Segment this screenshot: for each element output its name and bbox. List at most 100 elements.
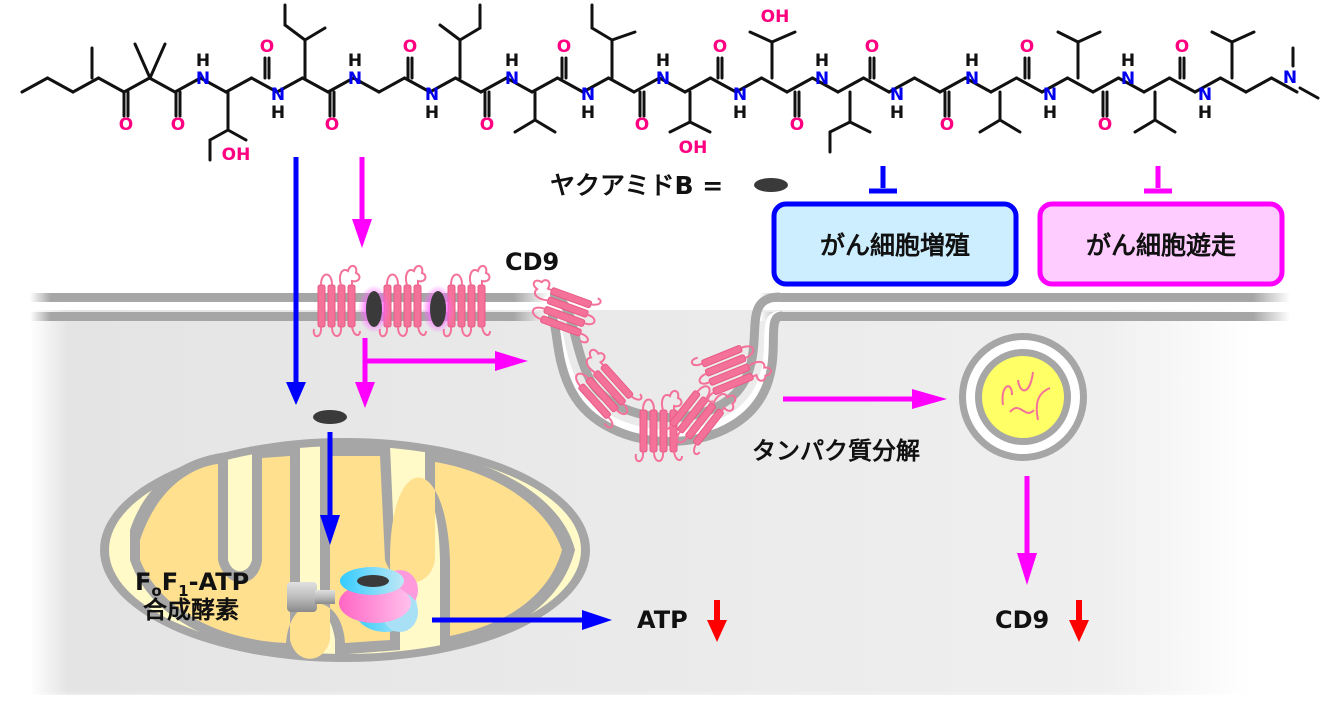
backbone-bond [1270,76,1299,94]
cd9-result-label: CD9 [995,606,1049,634]
backbone-bond [250,76,279,94]
legend-label: ヤクアミドB = [550,171,723,200]
cd9-down-arrow-icon [1069,620,1089,642]
hydrogen-atom: H [1043,103,1057,123]
backbone-bond [913,76,942,94]
backbone-bond [734,76,763,94]
backbone-bond [760,76,789,94]
hydrogen-atom: H [965,51,979,71]
nitrogen-atom: N [1043,85,1057,105]
backbone-bond [1193,76,1222,94]
backbone-bond [122,76,151,94]
svg-text:合成酵素: 合成酵素 [143,596,239,624]
backbone-bond [938,76,967,94]
hydrogen-atom: H [1198,103,1212,123]
backbone-bond [71,76,100,94]
nitrogen-atom: N [1198,85,1212,105]
backbone-bond [301,76,330,94]
backbone-bond [97,76,126,94]
nitrogen-atom: N [733,85,747,105]
nitrogen-atom: N [965,69,979,89]
oxygen-atom: O [1020,37,1034,57]
backbone-bond [658,76,687,94]
hydrogen-atom: H [581,103,595,123]
side-chain-bond [513,118,537,134]
svg-text:FoF1-ATP: FoF1-ATP [135,568,249,600]
nitrogen-atom: N [581,85,595,105]
backbone-bond [1168,76,1197,94]
side-chain-bond [610,30,637,42]
oxygen-atom: O [557,37,571,57]
protein-degradation-label: タンパク質分解 [752,437,920,465]
blue-arrowhead [286,382,306,405]
backbone-bond [326,76,355,94]
oxygen-atom: O [260,37,274,57]
oxygen-atom: O [480,115,494,135]
side-chain-bond [1133,118,1157,134]
hydrogen-atom: H [656,51,670,71]
oxygen-atom: O [790,115,804,135]
yakuamide-b-bound [357,575,389,587]
yakuamide-b-symbol [754,178,788,192]
backbone-bond [403,76,432,94]
backbone-bond [428,76,457,94]
hydroxyl-group: OH [679,138,708,158]
side-chain-bond [208,128,230,142]
backbone-bond [709,76,738,94]
side-chain-bond [148,42,167,80]
backbone-bond [1117,76,1146,94]
magenta-arrowhead [912,389,947,409]
magenta-arrowhead [355,382,375,408]
oxygen-atom: O [325,115,339,135]
proliferation-label: がん細胞増殖 [820,231,970,260]
backbone-bond [199,76,228,94]
migration-label: がん細胞遊走 [1086,231,1236,260]
hydrogen-atom: H [815,51,829,71]
molecule-legend: ヤクアミドB = [550,171,788,200]
side-chain-bond [1298,86,1320,100]
hydrogen-atom: H [505,51,519,71]
side-chain-bond [848,120,872,134]
nitrogen-atom: N [815,69,829,89]
oxygen-atom: O [865,37,879,57]
nitrogen-atom: N [196,69,210,89]
backbone-bond [632,76,661,94]
backbone-bond [148,76,177,94]
backbone-bond [1142,76,1171,94]
side-chain-bond [978,118,1002,134]
side-chain-bond [303,26,327,42]
magenta-arrowhead [495,351,528,371]
hydrogen-atom: H [348,51,362,71]
side-chain-bond [438,23,462,42]
oxygen-atom: O [171,115,185,135]
nitrogen-atom: N [1283,68,1297,88]
backbone-bond [1066,76,1095,94]
side-chain-bond [283,23,307,42]
backbone-bond [811,76,840,94]
backbone-bond [989,76,1018,94]
cd9-cluster-membrane [312,264,491,338]
hydroxyl-group: OH [761,7,790,27]
side-chain-bond [688,120,712,134]
side-chain-bond [533,118,557,134]
side-chain-bond [458,26,482,42]
side-chain-bond [1076,30,1102,44]
backbone-bond [1040,76,1069,94]
oxygen-atom: O [119,115,133,135]
cd9-down-arrow-shaft [1076,600,1082,622]
backbone-bond [173,76,202,94]
oxygen-atom: O [713,37,727,57]
nitrogen-atom: N [425,85,439,105]
hydrogen-atom: H [196,51,210,71]
lysosome [959,333,1087,461]
nitrogen-atom: N [890,85,904,105]
oxygen-atom: O [940,115,954,135]
backbone-bond [1091,76,1120,94]
side-chain-bond [1056,30,1080,44]
backbone-bond [352,76,381,94]
backbone-bond [887,76,916,94]
oxygen-atom: O [403,37,417,57]
atp-down-arrow-icon [707,620,727,642]
side-chain-bond [828,120,852,134]
